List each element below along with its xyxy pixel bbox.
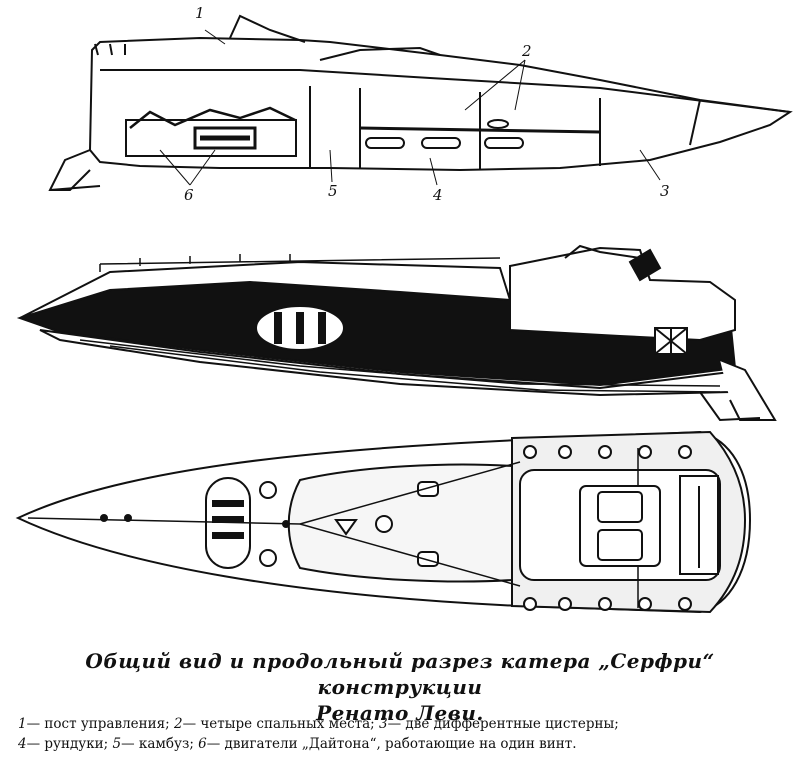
callout-2: 2 <box>521 42 532 60</box>
callout-4: 4 <box>432 186 443 204</box>
callout-1: 1 <box>195 4 205 22</box>
caption-title-line-2: Ренато Леви. <box>316 701 484 725</box>
callout-6: 6 <box>184 186 194 204</box>
caption-title-line-1: Общий вид и продольный разрез катера „Се… <box>85 649 715 699</box>
figure-caption: Общий вид и продольный разрез катера „Се… <box>0 648 800 726</box>
legend-item-3: 3— две дифферентные цистерны; <box>379 716 619 732</box>
longitudinal-section <box>48 14 793 191</box>
boat-figure: 1 2 3 4 5 6 <box>15 4 793 614</box>
legend-item-2: 2— четыре спальных места; <box>174 716 375 732</box>
legend-item-4: 4— рундуки; <box>18 736 109 752</box>
legend-item-5: 5— камбуз; <box>112 736 194 752</box>
legend-item-6: 6— двигатели „Дайтона“, работающие на од… <box>198 736 577 752</box>
callout-5: 5 <box>328 182 338 200</box>
callout-3: 3 <box>660 182 670 200</box>
figure-legend: 1— пост управления; 2— четыре спальных м… <box>18 714 788 754</box>
plan-view <box>15 430 752 614</box>
side-view <box>16 244 777 422</box>
legend-item-1: 1— пост управления; <box>18 716 170 732</box>
